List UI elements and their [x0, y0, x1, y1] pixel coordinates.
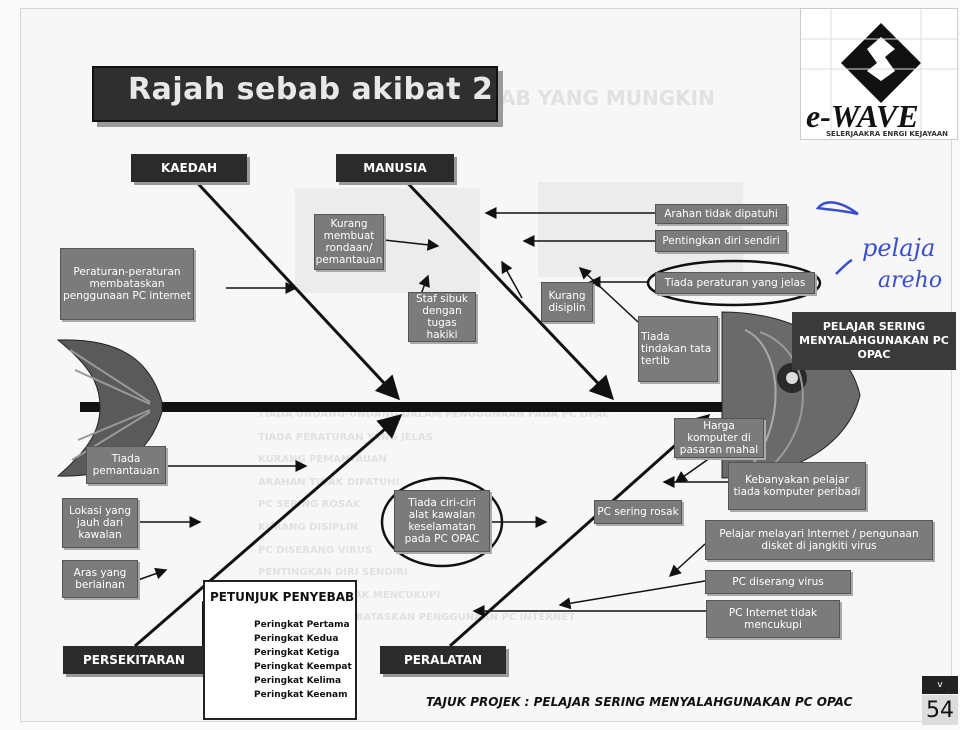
legend-item-1: Peringkat Pertama [254, 620, 350, 630]
ghost-heading: AB YANG MUNGKIN [500, 86, 715, 110]
legend-item-5: Peringkat Kelima [254, 676, 342, 686]
annotation-ellipse-1 [646, 259, 822, 307]
ghost-list-item: KURANG DISIPLIN [258, 521, 358, 533]
ghost-list-item: ARAHAN TIDAK DIPATUHI [258, 476, 400, 488]
logo-icon [801, 9, 957, 139]
handwritten-note-2: areho [878, 268, 943, 293]
annotation-ellipse-2 [380, 476, 504, 568]
legend-title: PETUNJUK PENYEBAB [210, 590, 355, 604]
handwritten-note-1: pelaja [862, 234, 936, 262]
legend-item-2: Peringkat Kedua [254, 634, 339, 644]
category-manusia: MANUSIA [336, 154, 454, 182]
cause-tiada-tindakan: Tiada tindakan tata tertib [638, 316, 718, 382]
legend [203, 580, 357, 720]
cause-lokasi: Lokasi yang jauh dari kawalan [62, 498, 138, 548]
cause-pelajar-melayari: Pelajar melayari Internet / pengunaan di… [705, 520, 933, 560]
cause-kebanyakan: Kebanyakan pelajar tiada komputer periba… [728, 462, 866, 510]
ghost-list-item: PC SERING ROSAK [258, 499, 361, 511]
cause-pc-internet: PC Internet tidak mencukupi [706, 600, 840, 638]
page-number: 54 [922, 695, 958, 725]
effect-box: PELAJAR SERING MENYALAHGUNAKAN PC OPAC [792, 312, 956, 370]
cause-harga: Harga komputer di pasaran mahal [674, 418, 764, 458]
cause-peraturan: Peraturan-peraturan membataskan pengguna… [60, 248, 194, 320]
cause-staf-sibuk: Staf sibuk dengan tugas hakiki [408, 292, 476, 342]
fish-tail-icon [56, 339, 163, 477]
title-box [92, 66, 498, 122]
ghost-list-item: TIADA PERATURAN YANG JELAS [258, 431, 433, 443]
logo-tagline: SELERJAAKRA ENRGI KEJAYAAN [826, 130, 949, 138]
cause-tiada-ciri: Tiada ciri-ciri alat kawalan keselamatan… [394, 490, 490, 552]
page-tab: v [922, 676, 958, 694]
hand-arrow-icon [815, 201, 859, 216]
ghost-list-item: KURANG PEMANTAUAN [258, 454, 387, 466]
logo [800, 8, 958, 140]
cause-tiada-peraturan: Tiada peraturan yang jelas [655, 272, 815, 294]
cause-aras: Aras yang berlainan [62, 560, 138, 598]
ghost-list-item: PC DISERANG VIRUS [258, 544, 373, 556]
footer-title: TAJUK PROJEK : PELAJAR SERING MENYALAHGU… [426, 695, 853, 709]
cause-tiada-pemantauan: Tiada pemantauan [86, 446, 166, 484]
cause-pentingkan: Pentingkan diri sendiri [655, 230, 787, 252]
cause-arahan: Arahan tidak dipatuhi [655, 204, 787, 224]
logo-brand: e-WAVE [806, 98, 919, 134]
legend-item-6: Peringkat Keenam [254, 690, 348, 700]
page-title: Rajah sebab akibat 2 [128, 72, 494, 107]
legend-item-3: Peringkat Ketiga [254, 648, 340, 658]
legend-item-4: Peringkat Keempat [254, 662, 352, 672]
category-persekitaran: PERSEKITARAN [63, 646, 205, 674]
cause-pc-rosak: PC sering rosak [594, 500, 682, 524]
cause-kurang-rondaan: Kurang membuat rondaan/ pemantauan [314, 214, 384, 270]
category-peralatan: PERALATAN [380, 646, 506, 674]
ghost-list-item: TIADA UNDANG-UNDANG DALAM PENGGUNAAN PAD… [258, 409, 610, 420]
cause-kurang-disiplin: Kurang disiplin [541, 282, 593, 322]
ghost-list-item: PERATURAN MEMBATASKAN PENGGUNAAN PC INTE… [258, 612, 576, 624]
cause-pc-diserang: PC diserang virus [705, 570, 851, 594]
ghost-list-item: PENTINGKAN DIRI SENDIRI [258, 567, 408, 579]
spine [80, 402, 740, 412]
category-kaedah: KAEDAH [131, 154, 247, 182]
